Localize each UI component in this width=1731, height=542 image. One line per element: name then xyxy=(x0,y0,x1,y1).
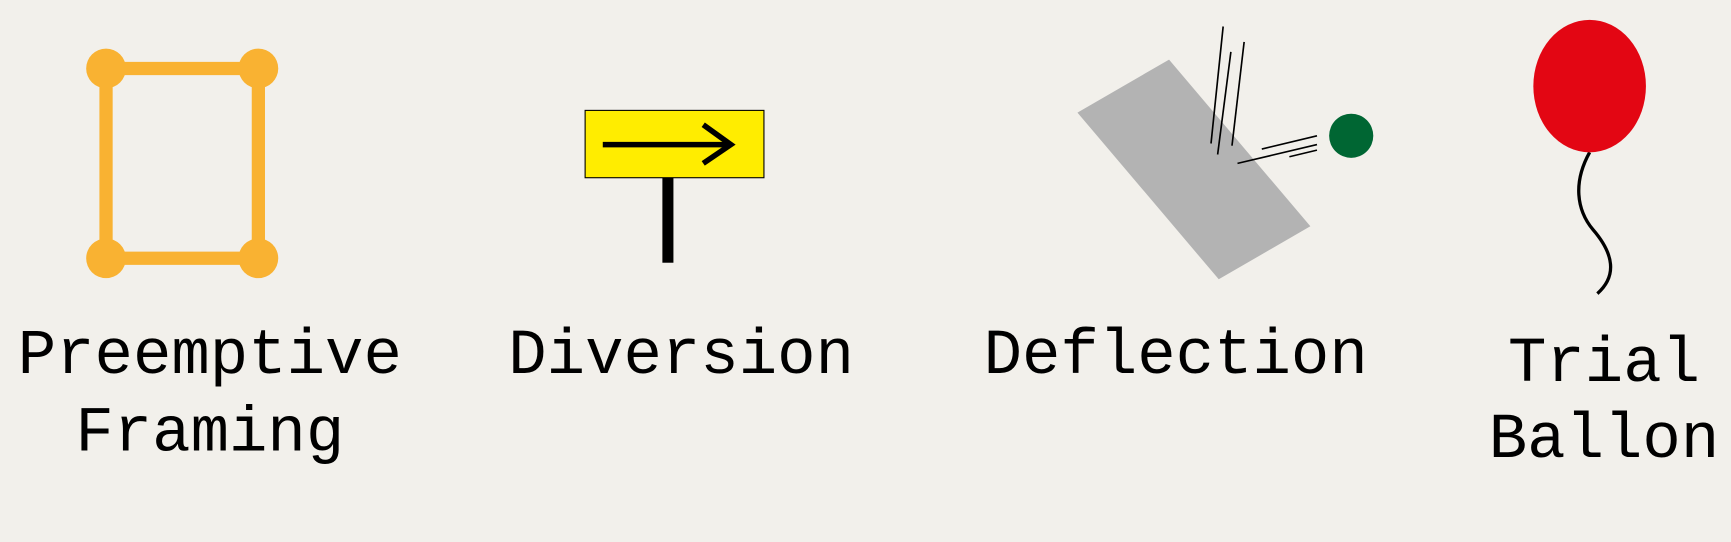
deflect-shield-icon xyxy=(1077,26,1374,280)
frame-corners-icon xyxy=(86,48,279,279)
signpost-arrow-icon xyxy=(584,109,765,263)
ball-icon xyxy=(1329,113,1374,158)
label-trial-line1: Trial xyxy=(1508,329,1700,401)
balloon-icon xyxy=(1533,19,1646,295)
label-trial-line2: Ballon xyxy=(1489,405,1720,477)
label-deflection: Deflection xyxy=(984,321,1368,393)
label-preemptive-line2: Framing xyxy=(75,398,344,470)
label-preemptive-line1: Preemptive xyxy=(18,321,402,393)
label-diversion: Diversion xyxy=(508,321,854,393)
